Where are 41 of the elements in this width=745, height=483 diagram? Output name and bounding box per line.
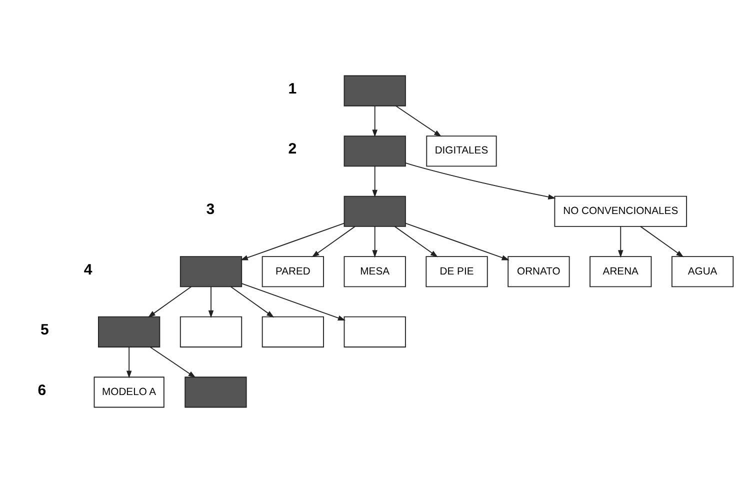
arrow [241, 283, 346, 320]
node-box [344, 316, 406, 348]
arrow [126, 346, 132, 378]
node-box [262, 316, 324, 348]
arrow [394, 226, 438, 258]
arrow [618, 226, 624, 258]
arrow [230, 286, 274, 318]
node-box [180, 316, 242, 348]
node-box: DIGITALES [426, 136, 497, 167]
node-box [180, 256, 242, 288]
node-box: DE PIE [426, 256, 488, 288]
label: 1 [288, 80, 297, 98]
node-box: AGUA [671, 256, 734, 288]
arrow [148, 286, 192, 318]
node-box: MODELO A [94, 376, 164, 408]
label: 3 [206, 201, 215, 218]
label: 2 [288, 140, 297, 158]
arrow [312, 226, 356, 258]
arrow [208, 286, 214, 318]
arrow [372, 226, 378, 258]
node-box: ORNATO [508, 256, 570, 288]
arrow [240, 222, 344, 260]
label: 5 [40, 322, 49, 339]
node-box: MESA [344, 256, 406, 288]
label: 6 [38, 382, 46, 399]
node-box [184, 376, 247, 408]
node-box: NO CONVENCIONALES [554, 196, 688, 227]
arrow [372, 105, 378, 138]
label: 4 [84, 261, 92, 278]
arrow [640, 226, 684, 258]
arrow [395, 105, 442, 137]
node-box [344, 136, 406, 167]
node-box: ARENA [590, 256, 652, 288]
arrow [150, 346, 196, 378]
node-box [344, 196, 406, 227]
arrow [372, 166, 378, 198]
node-box [344, 75, 406, 106]
arrow [405, 162, 556, 200]
node-box: PARED [262, 256, 324, 288]
arrow [405, 222, 510, 260]
node-box [98, 316, 160, 348]
